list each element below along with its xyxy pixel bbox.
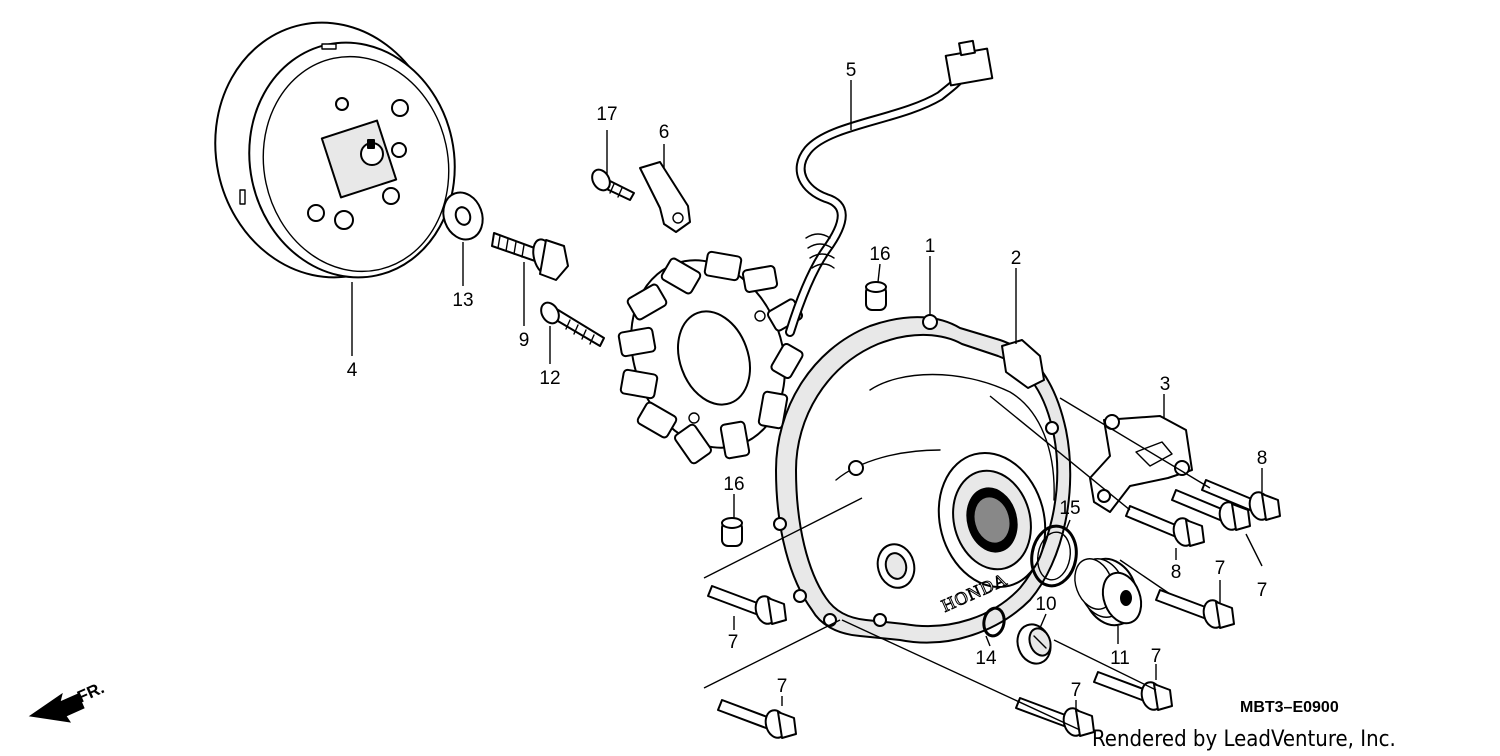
render-credit: Rendered by LeadVenture, Inc.: [1092, 727, 1396, 752]
callout-7: 7: [1151, 646, 1162, 667]
callout-1: 1: [925, 236, 936, 257]
cover-bolt: [707, 585, 787, 625]
callout-15: 15: [1059, 498, 1080, 519]
stator: [617, 250, 804, 465]
socket-bolt: [540, 301, 605, 347]
callout-7: 7: [728, 632, 739, 653]
callout-9: 9: [519, 330, 530, 351]
callout-14: 14: [975, 648, 997, 669]
bracket-bolt: [1125, 505, 1205, 547]
dowel-pin: [721, 517, 743, 547]
callout-10: 10: [1035, 594, 1056, 615]
front-direction-indicator: FR.: [28, 678, 107, 723]
bracket-bolt: [1171, 489, 1251, 531]
callout-7: 7: [1257, 580, 1268, 601]
flywheel: [214, 21, 456, 279]
callout-7: 7: [777, 676, 788, 697]
callout-2: 2: [1011, 248, 1022, 269]
cover-bolt: [1155, 589, 1235, 629]
cover-bracket: [1089, 414, 1193, 513]
callout-3: 3: [1160, 374, 1171, 395]
wire-harness: [785, 39, 994, 337]
cover-bolt: [717, 699, 797, 739]
callout-7: 7: [1071, 680, 1082, 701]
timing-plug: [1016, 623, 1052, 665]
callout-16: 16: [869, 244, 890, 265]
bracket-bolt: [1201, 479, 1281, 521]
stator-pole: [617, 250, 804, 465]
hole-cap: [1074, 557, 1143, 627]
callout-5: 5: [846, 60, 857, 81]
callout-labels: 1 2 3 4 5 6 7 7 7 7 7 7 8 8 9 10 11 12 1…: [347, 60, 1268, 701]
callout-7: 7: [1215, 558, 1226, 579]
callout-13: 13: [452, 290, 473, 311]
cover-bolt: [1093, 671, 1173, 711]
diagram-code: MBT3–E0900: [1240, 699, 1339, 716]
callout-12: 12: [539, 368, 560, 389]
callout-17: 17: [596, 104, 617, 125]
callout-8: 8: [1257, 448, 1268, 469]
crankcase-cover: HONDA: [773, 314, 1072, 644]
callout-11: 11: [1110, 648, 1130, 669]
dowel-pin: [865, 281, 887, 311]
leader-lines: [351, 80, 1263, 731]
callout-6: 6: [659, 122, 670, 143]
wire-clamp: [639, 161, 691, 233]
o-ring-small: [982, 606, 1006, 638]
flange-bolt: [491, 232, 569, 281]
o-ring: [1030, 524, 1078, 588]
front-arrow-icon: [28, 692, 85, 723]
callout-4: 4: [347, 360, 358, 381]
callout-8: 8: [1171, 562, 1182, 583]
front-label: FR.: [74, 678, 107, 706]
callout-16: 16: [723, 474, 744, 495]
washer: [442, 191, 484, 241]
small-bolt: [591, 168, 635, 201]
